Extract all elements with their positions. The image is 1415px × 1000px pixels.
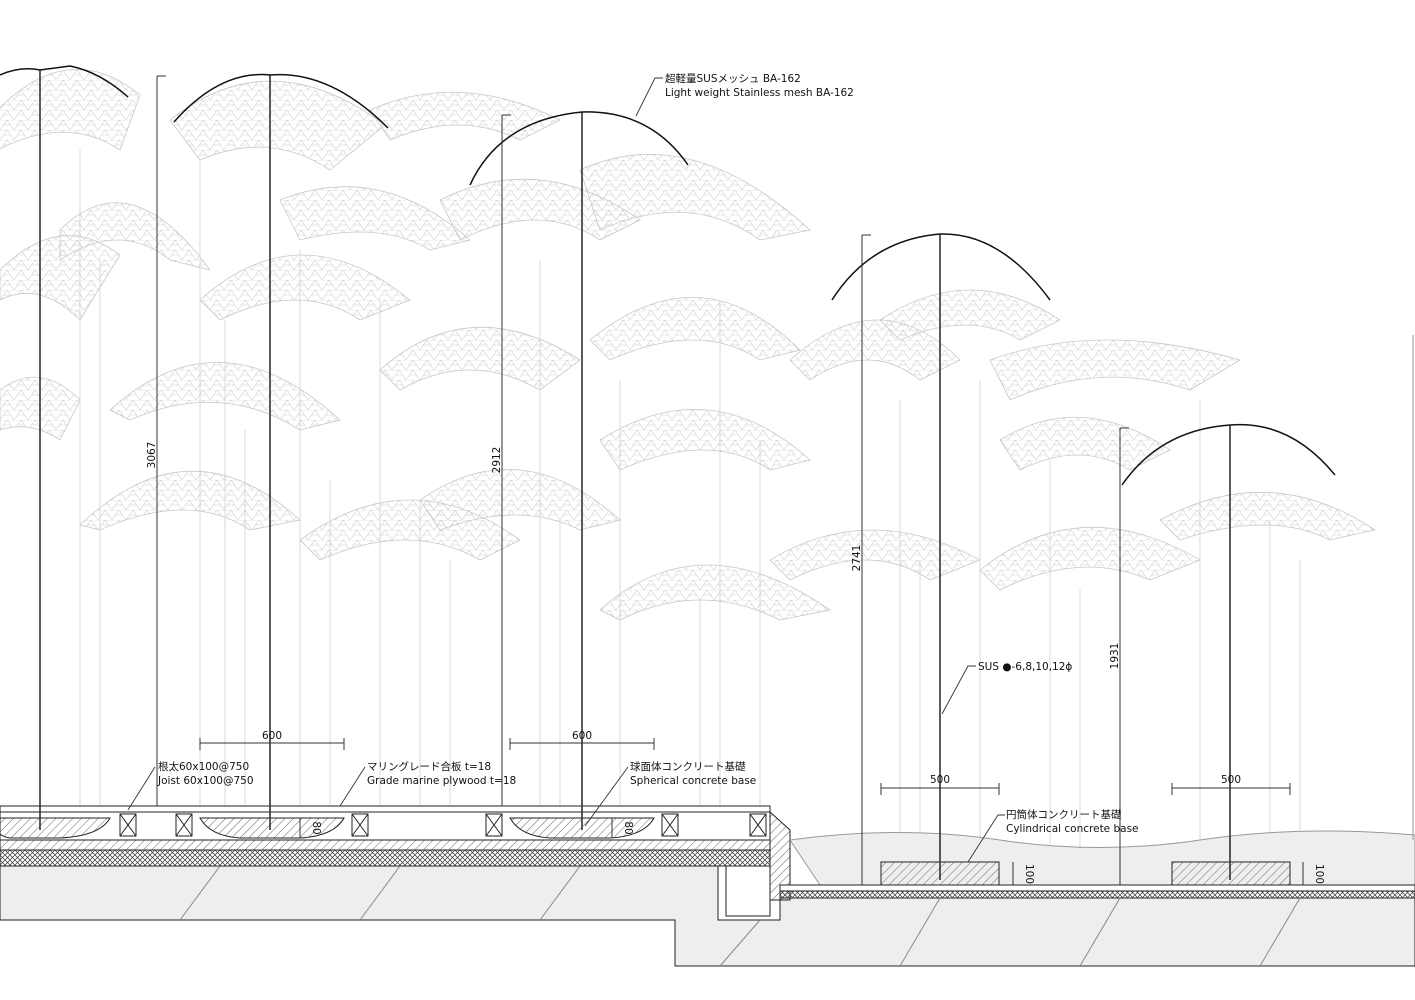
- base-dim-b: 80: [622, 821, 634, 834]
- height-dim-3067: 3067: [146, 442, 158, 469]
- cyl-base-label-en: Cylindrical concrete base: [1006, 823, 1139, 835]
- sphere-base-label-ja: 球面体コンクリート基礎: [630, 760, 746, 773]
- joists: [119, 813, 767, 837]
- span-dimension-lines: [199, 738, 1304, 885]
- leader-lines: [127, 77, 1005, 863]
- annotations: 超軽量SUSメッシュ BA-162 Light weight Stainless…: [157, 72, 1139, 835]
- height-dim-2912: 2912: [491, 447, 503, 474]
- base-dim-d: 100: [1313, 864, 1325, 884]
- spherical-concrete-bases: [0, 817, 655, 839]
- joist-label-en: Joist 60x100@750: [157, 775, 254, 787]
- mesh-label-en: Light weight Stainless mesh BA-162: [665, 87, 854, 99]
- mesh-label-ja: 超軽量SUSメッシュ BA-162: [665, 72, 801, 85]
- height-dim-2741: 2741: [851, 545, 863, 572]
- cyl-base-label-ja: 円筒体コンクリート基礎: [1006, 808, 1122, 821]
- height-dimension-lines: [156, 75, 1129, 885]
- base-dim-a: 80: [310, 821, 322, 834]
- main-rods: [39, 70, 1231, 880]
- plywood-label-en: Grade marine plywood t=18: [367, 775, 516, 787]
- background-mesh-canopies: [0, 69, 1377, 621]
- dimension-labels: 3067 2912 2741 1931 600 600 500 500 80 8…: [146, 442, 1325, 884]
- plywood-label-ja: マリングレード合板 t=18: [367, 760, 491, 773]
- background-rods: [79, 150, 1301, 885]
- joist-label-ja: 根太60x100@750: [158, 760, 249, 773]
- rod-label: SUS ●-6,8,10,12ϕ: [978, 661, 1072, 673]
- span-dim-a: 600: [262, 730, 282, 742]
- span-dim-b: 600: [572, 730, 592, 742]
- canopy-profiles: [0, 65, 1336, 486]
- height-dim-1931: 1931: [1109, 643, 1121, 670]
- span-dim-d: 500: [1221, 774, 1241, 786]
- sphere-base-label-en: Spherical concrete base: [630, 775, 756, 787]
- span-dim-c: 500: [930, 774, 950, 786]
- base-dim-c: 100: [1023, 864, 1035, 884]
